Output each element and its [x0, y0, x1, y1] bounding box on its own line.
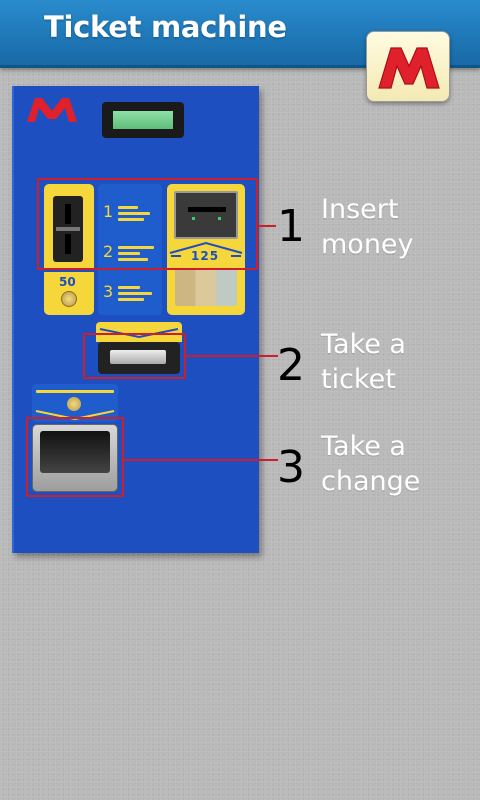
ticket-machine: 50 1 2 3 125: [12, 86, 259, 553]
metro-logo-button[interactable]: [366, 31, 450, 102]
instruction-number-1: 1: [103, 202, 114, 221]
insert-money-highlight: [37, 178, 258, 270]
ticket-outlet-hood: [96, 322, 182, 342]
machine-metro-logo-icon: [27, 98, 77, 122]
bill-acceptor-panel: 125: [167, 184, 245, 315]
machine-display: [102, 102, 184, 138]
step-2-text: Take a ticket: [321, 329, 406, 395]
step-1-text: Insert money: [321, 194, 414, 260]
change-outlet[interactable]: [32, 424, 118, 492]
banknotes-image: [175, 268, 237, 306]
instructions-panel: 1 2 3: [98, 184, 162, 315]
instruction-number-2: 2: [103, 242, 114, 261]
step-2-connector: [186, 355, 278, 357]
metro-logo-icon: [378, 47, 440, 89]
page-title: Ticket machine: [44, 10, 287, 44]
step-3-text: Take a change: [321, 431, 421, 497]
take-change-highlight: [26, 417, 124, 497]
ticket-outlet[interactable]: [98, 342, 180, 374]
take-ticket-highlight: [83, 333, 186, 379]
price-label: 125: [191, 249, 220, 263]
change-coin-icon: [67, 397, 81, 411]
bill-slot: [174, 191, 238, 239]
coin-value-label: 50: [59, 275, 76, 289]
change-outlet-hood: [32, 384, 118, 422]
step-1-connector: [258, 225, 276, 227]
instruction-number-3: 3: [103, 282, 114, 301]
step-3-connector: [124, 459, 278, 461]
step-3-number: 3: [277, 442, 305, 493]
display-screen: [113, 111, 173, 129]
step-1-number: 1: [277, 201, 305, 252]
coin-slot: [53, 196, 83, 262]
coin-icon: [61, 291, 77, 307]
coin-slot-panel: 50: [44, 184, 94, 315]
step-2-number: 2: [277, 340, 305, 391]
